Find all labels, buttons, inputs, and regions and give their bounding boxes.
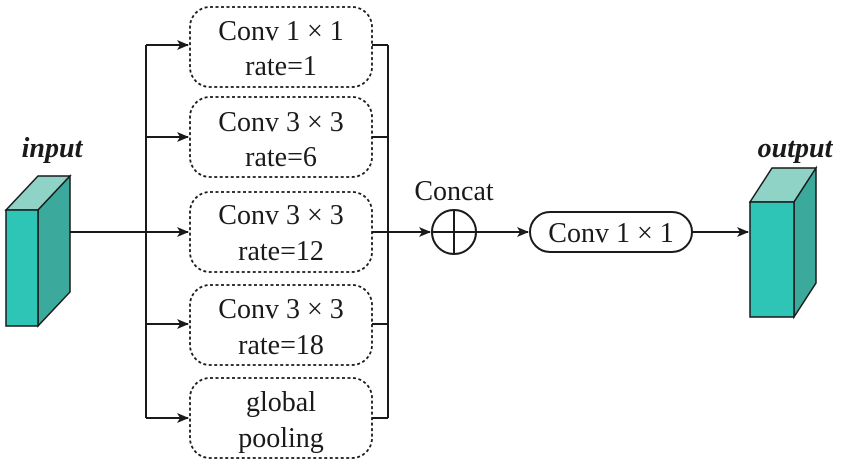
branch-5-line1: global <box>246 387 316 418</box>
output-label: output <box>758 133 834 164</box>
final-conv-label: Conv 1 × 1 <box>548 218 673 249</box>
input-label: input <box>22 133 84 164</box>
concat-plus-icon <box>431 209 477 255</box>
input-tensor-icon <box>4 174 72 328</box>
branch-arrows <box>146 40 189 423</box>
branch-3-line2: rate=12 <box>238 236 324 267</box>
branch-box-3: Conv 3 × 3 rate=12 <box>189 191 373 273</box>
branch-box-2: Conv 3 × 3 rate=6 <box>189 96 373 178</box>
branch-1-line1: Conv 1 × 1 <box>218 16 343 47</box>
final-conv-box: Conv 1 × 1 <box>529 211 693 253</box>
output-cube-front <box>749 201 795 318</box>
branch-5-line2: pooling <box>238 423 324 454</box>
branch-box-1: Conv 1 × 1 rate=1 <box>189 6 373 88</box>
branch-1-line2: rate=1 <box>245 51 317 82</box>
output-tensor-icon <box>748 165 818 320</box>
concat-label: Concat <box>414 176 494 207</box>
branch-3-line1: Conv 3 × 3 <box>218 200 343 231</box>
branch-box-4: Conv 3 × 3 rate=18 <box>189 284 373 366</box>
input-cube-front <box>5 209 39 327</box>
branch-box-5: global pooling <box>189 377 373 459</box>
branch-4-line1: Conv 3 × 3 <box>218 294 343 325</box>
branch-2-line2: rate=6 <box>245 142 317 173</box>
merge-wires <box>372 44 431 419</box>
branch-2-line1: Conv 3 × 3 <box>218 107 343 138</box>
branch-4-line2: rate=18 <box>238 330 324 361</box>
